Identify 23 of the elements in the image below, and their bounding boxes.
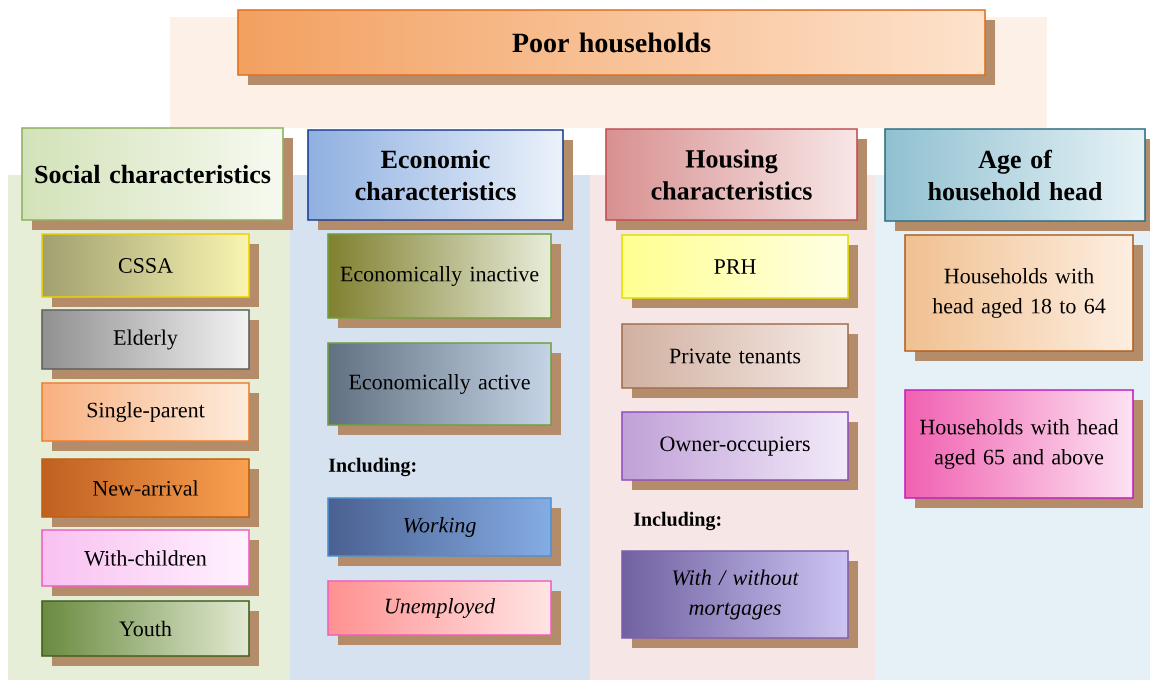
section-label: Including: bbox=[633, 511, 721, 531]
category-box: Private tenants bbox=[621, 323, 858, 398]
category-box: New-arrival bbox=[41, 458, 259, 527]
category-header-box: Age of household head bbox=[884, 128, 1150, 231]
category-box: Elderly bbox=[41, 309, 259, 379]
category-box: CSSA bbox=[41, 233, 259, 307]
category-box: Households with head aged 18 to 64 bbox=[904, 234, 1143, 361]
category-box: Owner-occupiers bbox=[621, 411, 858, 490]
category-box: Economically inactive bbox=[327, 233, 561, 328]
category-box: Working bbox=[327, 497, 561, 566]
category-header-box: Housing characteristics bbox=[605, 128, 867, 230]
category-header-box: Economic characteristics bbox=[307, 129, 573, 230]
category-box: With-children bbox=[41, 529, 259, 596]
title-box: Poor households bbox=[237, 9, 995, 85]
category-box: With / without mortgages bbox=[621, 550, 858, 648]
category-box: Households with head aged 65 and above bbox=[904, 389, 1143, 508]
category-box: Single-parent bbox=[41, 382, 259, 451]
category-box: Economically active bbox=[327, 342, 561, 435]
category-box: PRH bbox=[621, 234, 858, 308]
category-box: Youth bbox=[41, 600, 259, 666]
category-box: Unemployed bbox=[327, 580, 561, 645]
category-header-box: Social characteristics bbox=[21, 127, 293, 230]
section-label: Including: bbox=[328, 457, 416, 477]
